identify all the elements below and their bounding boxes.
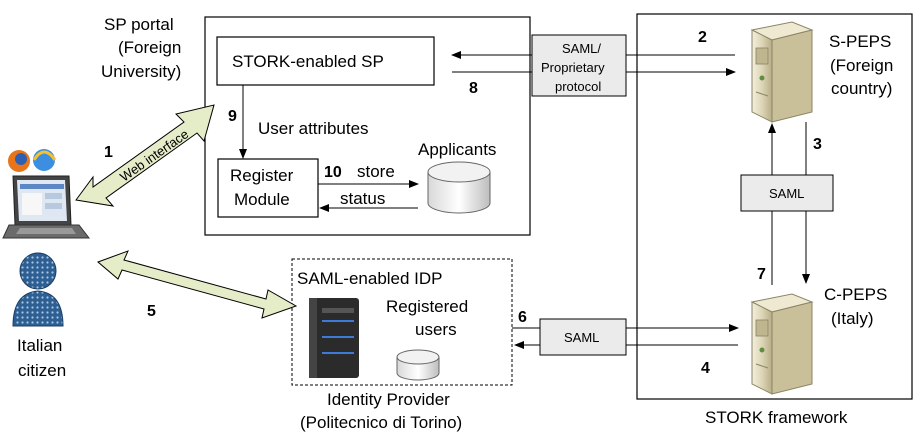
registered-users-database-icon <box>396 349 440 381</box>
applicants-label: Applicants <box>418 140 496 159</box>
step-9: 9 <box>228 108 237 125</box>
cpeps-label-2: (Italy) <box>831 309 874 328</box>
citizen-label-2: citizen <box>18 361 66 380</box>
laptop-icon <box>2 175 91 239</box>
step-6: 6 <box>518 309 527 326</box>
register-module-box <box>217 158 319 218</box>
web-interface-arrow <box>75 104 215 207</box>
idp-box <box>291 258 513 386</box>
saml-proprietary-label-3: protocol <box>555 79 601 94</box>
store-label: store <box>357 162 395 181</box>
stork-sp-box <box>216 36 435 86</box>
sp-portal-label-1: SP portal <box>104 15 174 34</box>
step-3: 3 <box>813 136 822 153</box>
sp-portal-label-2: (Foreign <box>118 38 181 57</box>
step-4: 4 <box>701 360 710 377</box>
speps-server-icon <box>750 21 814 123</box>
step-5: 5 <box>147 303 156 320</box>
web-interface-label: Web interface <box>117 126 191 184</box>
stork-framework-label: STORK framework <box>705 408 848 427</box>
speps-label-2: (Foreign <box>830 56 893 75</box>
cpeps-label-1: C-PEPS <box>824 285 887 304</box>
citizen-icon <box>12 252 64 327</box>
saml-vertical-label: SAML <box>769 186 804 201</box>
applicants-database-icon <box>427 161 491 214</box>
register-label-2: Module <box>234 190 290 209</box>
saml-proprietary-label-2: Proprietary <box>541 60 605 75</box>
saml-horizontal-label: SAML <box>564 330 599 345</box>
browser-icons <box>8 149 57 172</box>
user-attributes-label: User attributes <box>258 119 369 138</box>
idp-label-1: Identity Provider <box>327 390 450 409</box>
registered-users-label-2: users <box>415 320 457 339</box>
saml-horizontal-box <box>539 318 627 356</box>
saml-idp-label: SAML-enabled IDP <box>297 269 443 288</box>
step-10: 10 <box>324 164 342 181</box>
step-8: 8 <box>469 80 478 97</box>
speps-label-3: country) <box>831 79 892 98</box>
sp-portal-label-3: University) <box>101 62 181 81</box>
idp-interaction-arrow <box>97 250 298 319</box>
saml-proprietary-box <box>531 34 627 97</box>
idp-label-2: (Politecnico di Torino) <box>300 413 462 432</box>
status-label: status <box>340 189 385 208</box>
step-7: 7 <box>757 266 766 283</box>
citizen-label-1: Italian <box>17 336 62 355</box>
saml-vertical-box <box>740 174 834 212</box>
cpeps-server-icon <box>750 293 814 395</box>
stork-sp-label: STORK-enabled SP <box>232 52 384 71</box>
register-label-1: Register <box>230 166 294 185</box>
stork-framework-box <box>636 13 913 400</box>
registered-users-label-1: Registered <box>386 297 468 316</box>
idp-server-icon <box>309 298 359 378</box>
speps-label-1: S-PEPS <box>829 32 891 51</box>
step-1: 1 <box>104 144 113 161</box>
step-2: 2 <box>698 29 707 46</box>
saml-proprietary-label-1: SAML/ <box>562 41 601 56</box>
